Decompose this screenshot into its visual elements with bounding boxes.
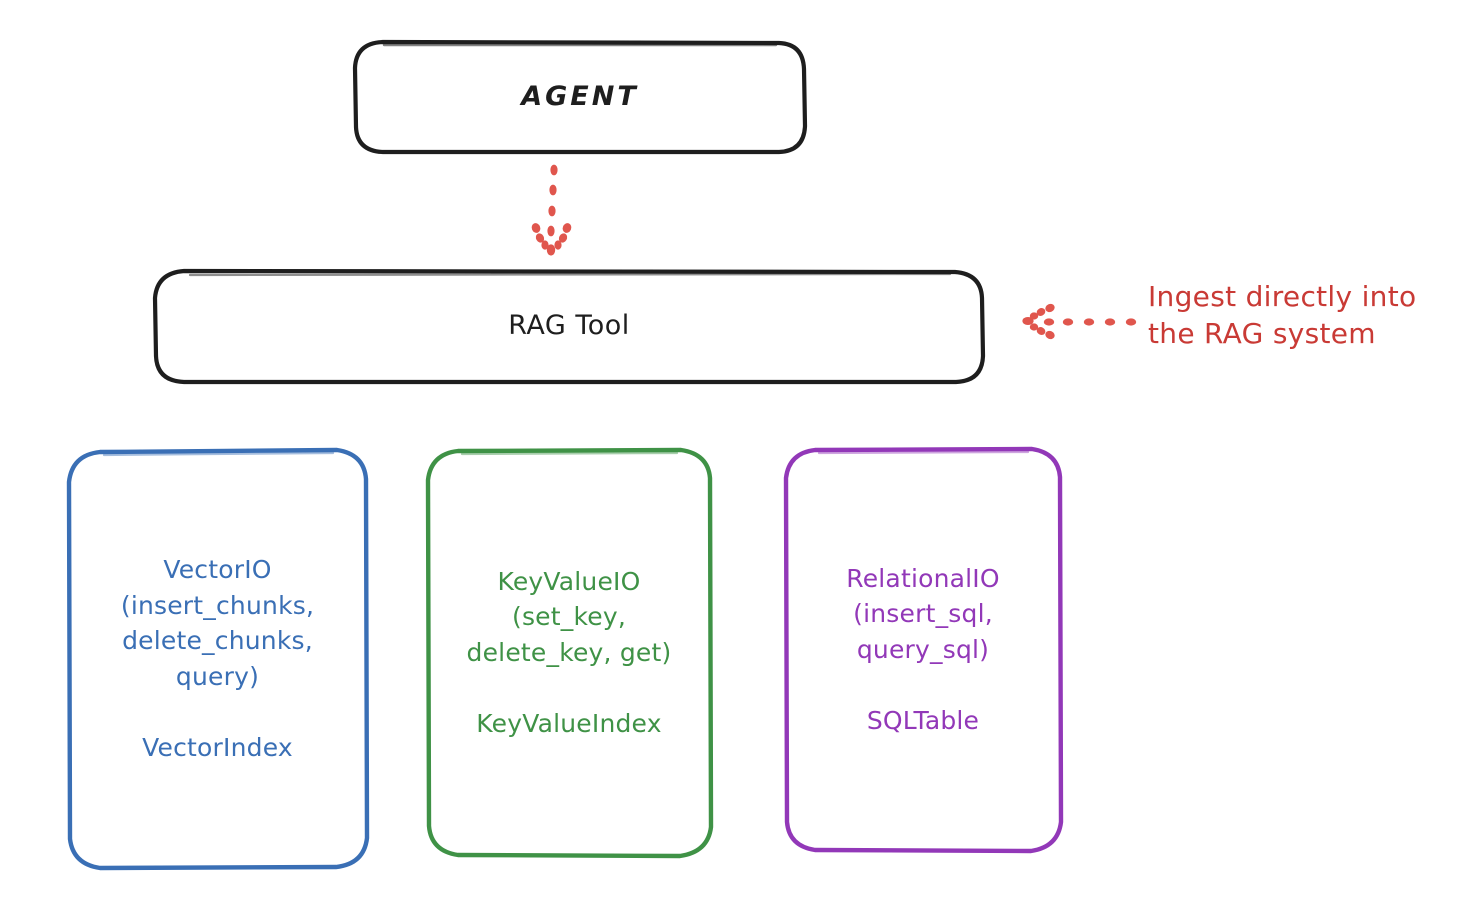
vector-io-api-label: VectorIO (insert_chunks, delete_chunks, … [120,555,315,691]
vector-io-node[interactable]: VectorIO (insert_chunks, delete_chunks, … [68,450,367,868]
relational-io-index-label: SQLTable [866,706,980,735]
relational-io-text-stack: RelationalIO (insert_sql, query_sql) SQL… [785,561,1061,739]
relational-io-api-label: RelationalIO (insert_sql, query_sql) [846,563,1000,664]
annotation-to-rag-tool-arrow [1022,303,1137,340]
key-value-io-index-label: KeyValueIndex [476,709,662,738]
key-value-io-text-stack: KeyValueIO (set_key, delete_key, get) Ke… [427,564,711,742]
key-value-io-node[interactable]: KeyValueIO (set_key, delete_key, get) Ke… [427,449,711,856]
rag-tool-node[interactable]: RAG Tool [155,270,983,383]
rag-tool-node-label: RAG Tool [508,310,630,342]
key-value-io-api-label: KeyValueIO (set_key, delete_key, get) [466,566,672,667]
agent-to-rag-tool-arrow [531,164,572,256]
relational-io-node[interactable]: RelationalIO (insert_sql, query_sql) SQL… [785,448,1061,851]
ingest-annotation: Ingest directly into the RAG system [1148,278,1478,352]
agent-node-label: AGENT [521,81,639,113]
ingest-annotation-label: Ingest directly into the RAG system [1148,280,1417,351]
vector-io-text-stack: VectorIO (insert_chunks, delete_chunks, … [68,552,367,766]
vector-io-index-label: VectorIndex [142,733,293,763]
agent-node[interactable]: AGENT [355,41,805,154]
